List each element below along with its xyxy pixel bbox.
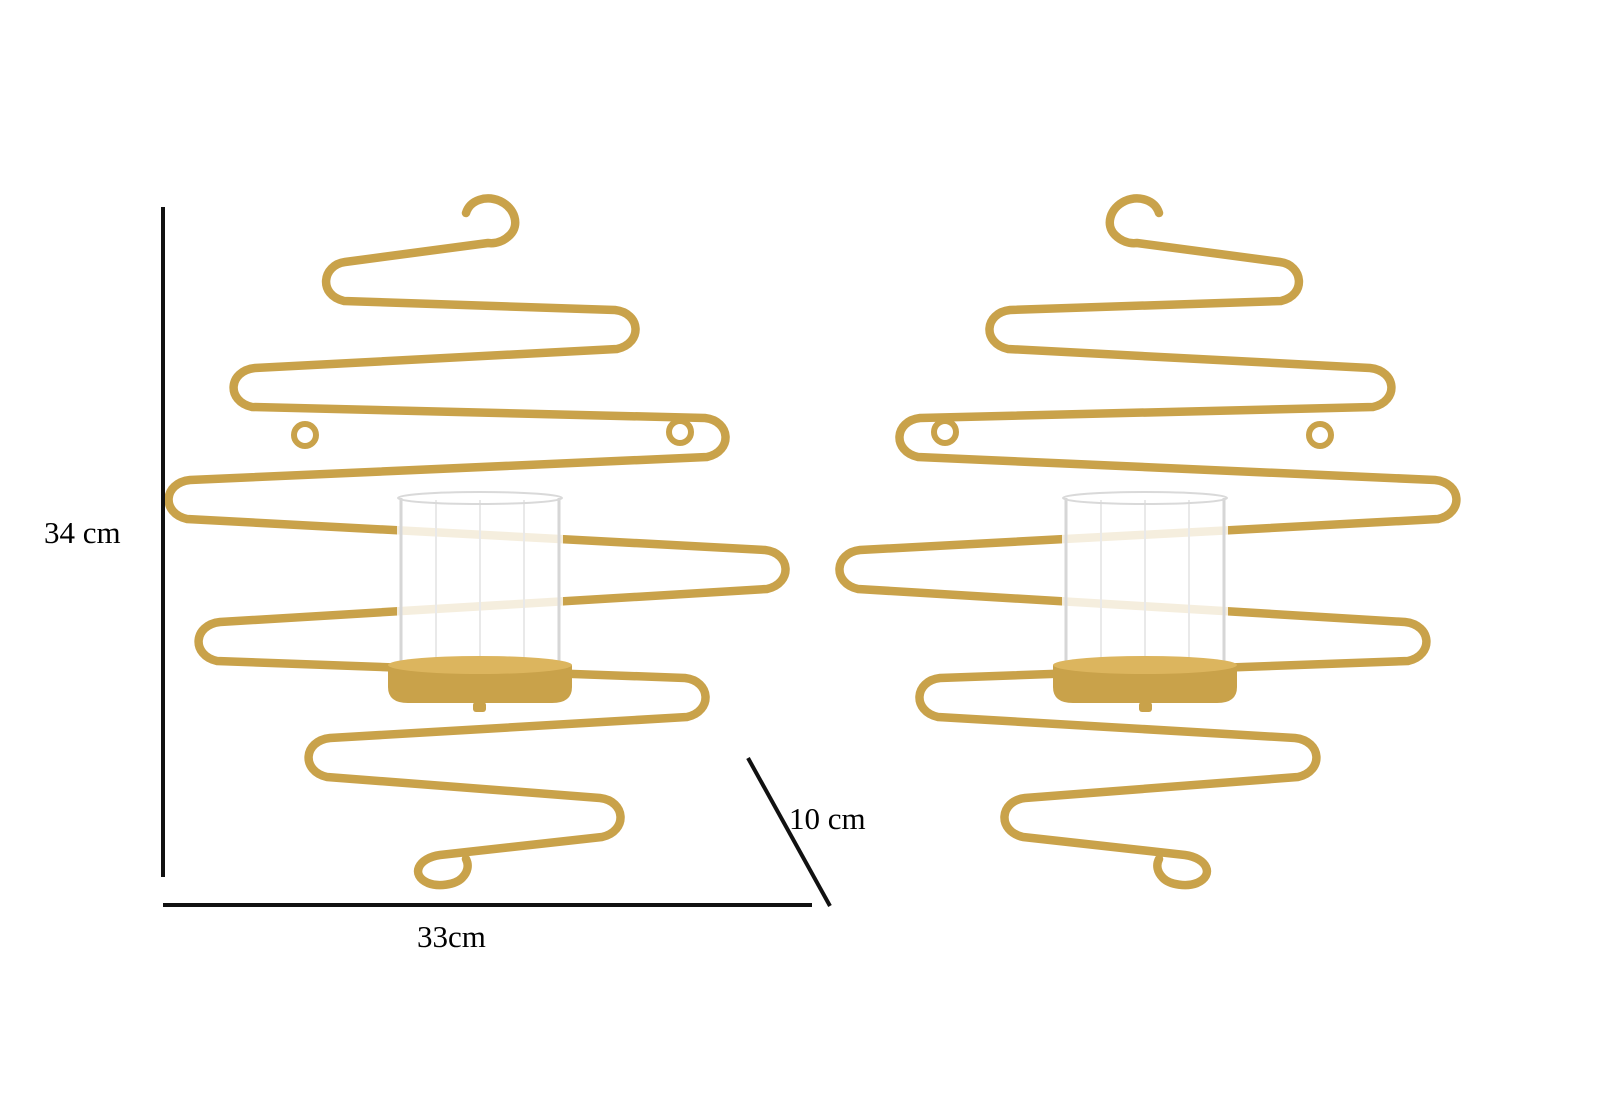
width-dimension-label: 33cm: [417, 919, 486, 954]
height-dimension-label: 34 cm: [44, 515, 121, 550]
depth-dimension-label: 10 cm: [789, 801, 866, 836]
depth-dimension-line: [746, 757, 832, 907]
sconce-left: [169, 198, 786, 885]
sconce-right: [839, 198, 1456, 885]
